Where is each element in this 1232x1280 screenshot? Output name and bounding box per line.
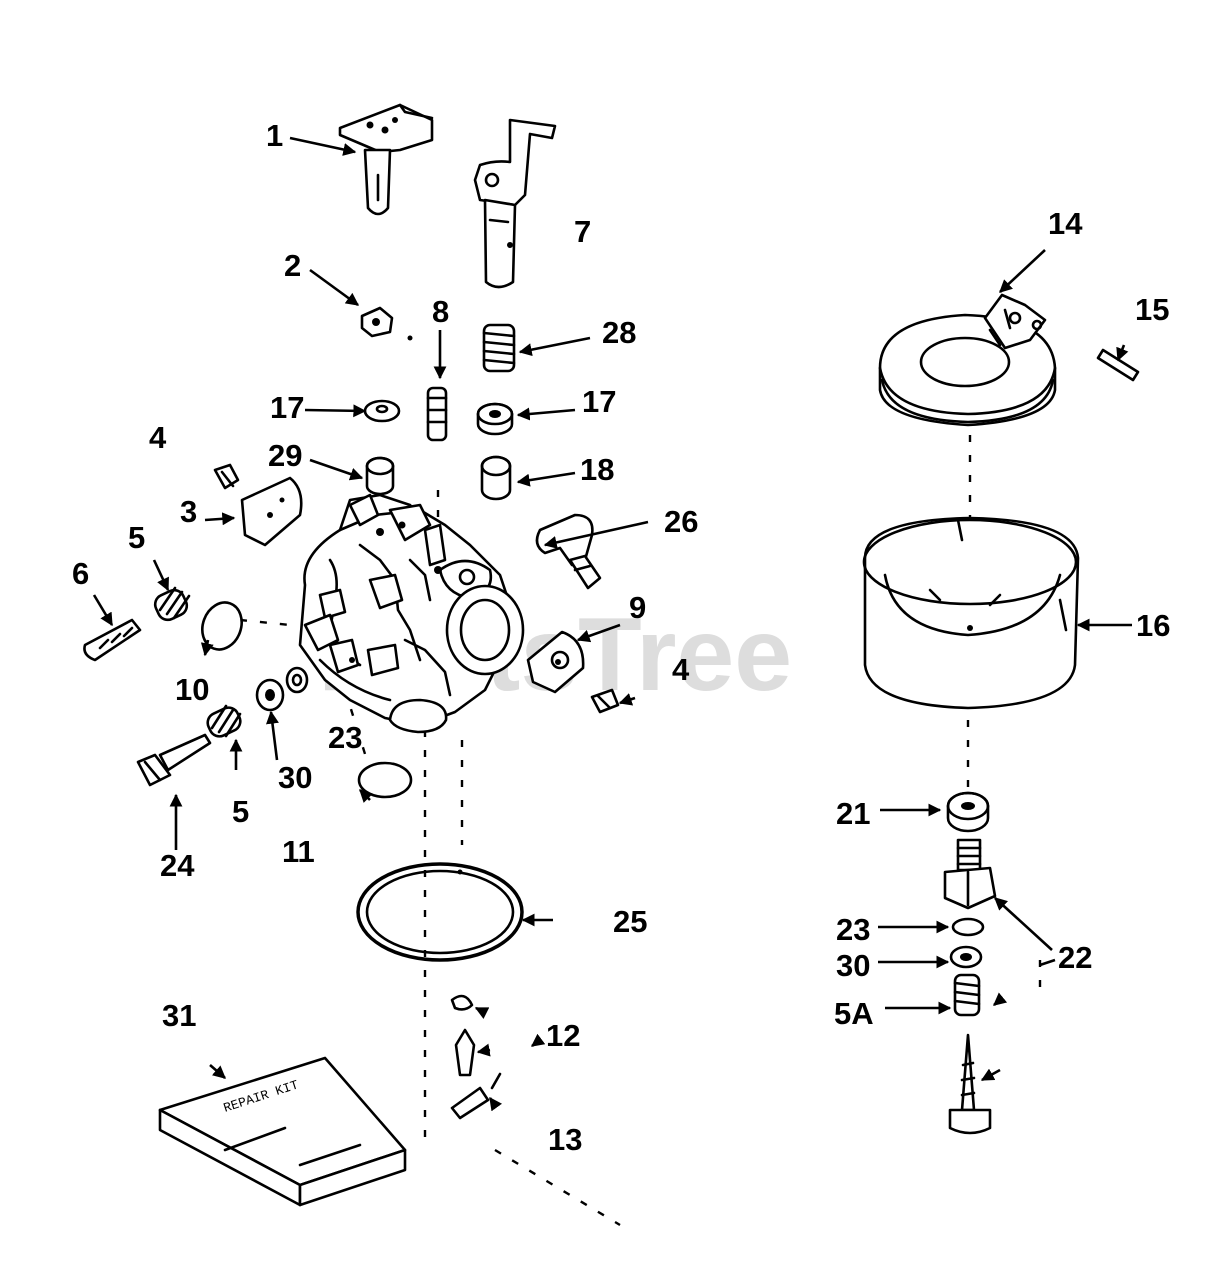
callout-22: 22 <box>1058 940 1092 975</box>
part-2-clip <box>360 306 413 341</box>
callout-30-right: 30 <box>836 948 870 983</box>
part-22-needle-seat <box>943 838 997 910</box>
part-28-spring <box>482 323 516 373</box>
callout-4-lower: 4 <box>672 652 690 687</box>
high-speed-needle <box>948 1033 992 1135</box>
alignment-lines <box>239 415 1042 1227</box>
callout-8: 8 <box>432 294 449 329</box>
callout-30-left: 30 <box>278 760 312 795</box>
callout-10: 10 <box>175 672 209 707</box>
callout-5-lower: 5 <box>232 794 249 829</box>
leader-lines <box>92 136 1132 1112</box>
part-10-gasket-disc <box>201 601 243 651</box>
callout-9: 9 <box>629 590 646 625</box>
part-24-adjust-needle <box>136 733 212 787</box>
callout-25: 25 <box>613 904 647 939</box>
callout-23-left: 23 <box>328 720 362 755</box>
part-4-lower-screw <box>590 688 620 714</box>
part-5-upper-spring <box>153 586 191 622</box>
part-5A-spring <box>953 973 981 1017</box>
callout-28: 28 <box>602 315 636 350</box>
part-30-oring <box>255 678 285 712</box>
callout-16: 16 <box>1136 608 1170 643</box>
callout-3: 3 <box>180 494 197 529</box>
part-4-upper-screw <box>213 463 240 490</box>
part-13-float-needle <box>450 1072 502 1120</box>
callout-2: 2 <box>284 248 301 283</box>
part-23-seat-washer <box>951 917 985 937</box>
part-1-throttle-bracket <box>338 103 434 216</box>
callout-4-upper: 4 <box>149 420 167 455</box>
callout-26: 26 <box>664 504 698 539</box>
callout-7: 7 <box>574 214 591 249</box>
part-17-right-washer <box>476 402 514 436</box>
part-26-fuel-elbow <box>535 513 602 590</box>
part-14-float <box>878 293 1057 427</box>
callout-6: 6 <box>72 556 89 591</box>
callout-14: 14 <box>1048 206 1083 241</box>
part-17-left-washer <box>363 399 401 423</box>
carburetor-body <box>298 493 525 734</box>
callout-labels: 1 2 3 4 4 5 5 5A 6 7 8 9 10 11 12 13 14 … <box>72 118 1170 1157</box>
callout-18: 18 <box>580 452 614 487</box>
callout-29: 29 <box>268 438 302 473</box>
part-25-bowl-gasket <box>356 862 524 962</box>
callout-5A: 5A <box>834 996 874 1031</box>
part-29-seat <box>365 456 395 496</box>
part-31-repair-kit: REPAIR KIT <box>158 1056 407 1207</box>
part-7-throttle-shaft <box>473 118 557 289</box>
callout-21: 21 <box>836 796 870 831</box>
part-30-seat-oring <box>949 945 983 969</box>
callout-5-upper: 5 <box>128 520 145 555</box>
callout-13: 13 <box>548 1122 582 1157</box>
part-8-needle <box>426 386 448 442</box>
part-15-float-pin <box>1096 348 1140 382</box>
part-6-idle-screw <box>83 618 142 662</box>
part-9-throttle-plate <box>526 630 585 694</box>
part-16-float-bowl <box>862 516 1080 710</box>
callout-31: 31 <box>162 998 196 1033</box>
callout-11: 11 <box>282 834 315 869</box>
part-18-bushing <box>480 455 512 501</box>
part-21-nut <box>946 791 990 833</box>
callout-17-right: 17 <box>582 384 616 419</box>
callout-23-right: 23 <box>836 912 870 947</box>
callout-17-left: 17 <box>270 390 304 425</box>
part-3-choke-plate <box>240 476 303 547</box>
part-11-welch-plug <box>357 761 413 799</box>
callout-12: 12 <box>546 1018 580 1053</box>
callout-15: 15 <box>1135 292 1169 327</box>
part-23-washer <box>285 666 309 694</box>
callout-24: 24 <box>160 848 195 883</box>
part-12-needle-clip <box>450 994 476 1077</box>
callout-1: 1 <box>266 118 283 153</box>
part-5-lower-spring <box>206 704 242 738</box>
